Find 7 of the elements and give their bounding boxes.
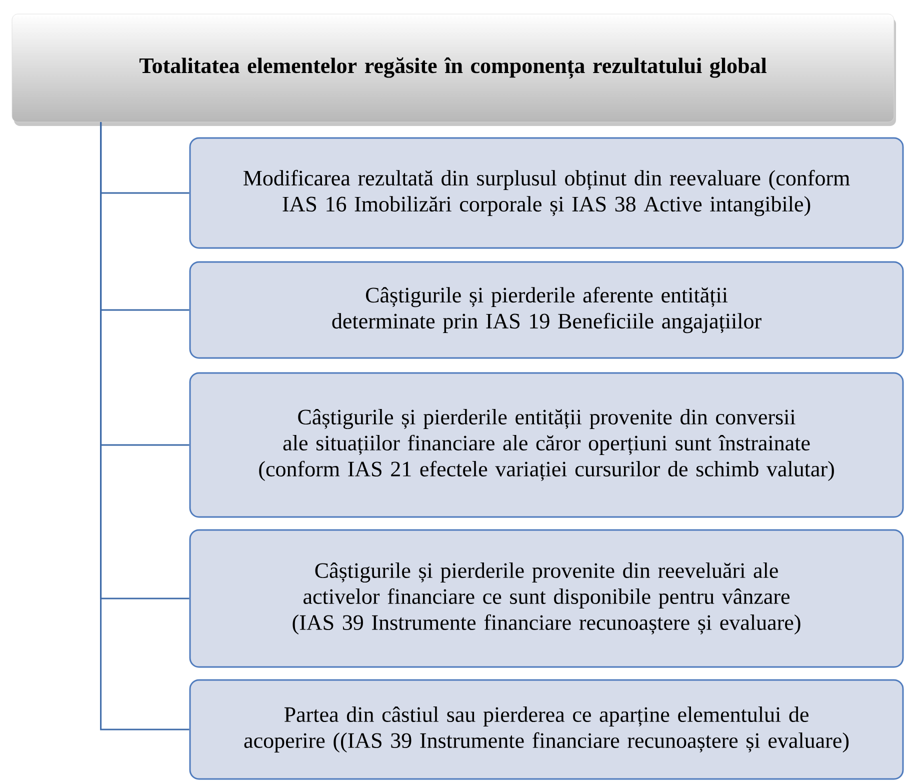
category-box: Câștigurile și pierderile provenite din reeveluări ale activelor financiare ce sunt disponibile pentru vânzare (IAS 39 Instrumente financiare recunoaștere și evaluare) — [189, 529, 904, 668]
category-box: Modificarea rezultată din surplusul obținut din reevaluare (conform IAS 16 Imobilizări corporale și IAS 38 Active intangibile) — [189, 137, 904, 249]
category-box: Câștigurile și pierderile entității provenite din conversii ale situațiilor financiare ale căror operțiuni sunt înstrainate (conform IAS 21 efectele variației cursurilor de schimb valutar) — [189, 372, 904, 518]
category-box: Partea din câstiul sau pierderea ce aparține elementului de acoperire ((IAS 39 Instrumente financiare recunoaștere și evaluare) — [189, 679, 904, 780]
category-box: Câștigurile și pierderile aferente entității determinate prin IAS 19 Beneficiile angajațiilor — [189, 261, 904, 359]
header-box: Totalitatea elementelor regăsite în componența rezultatului global — [12, 14, 894, 122]
connector-line — [100, 122, 190, 730]
